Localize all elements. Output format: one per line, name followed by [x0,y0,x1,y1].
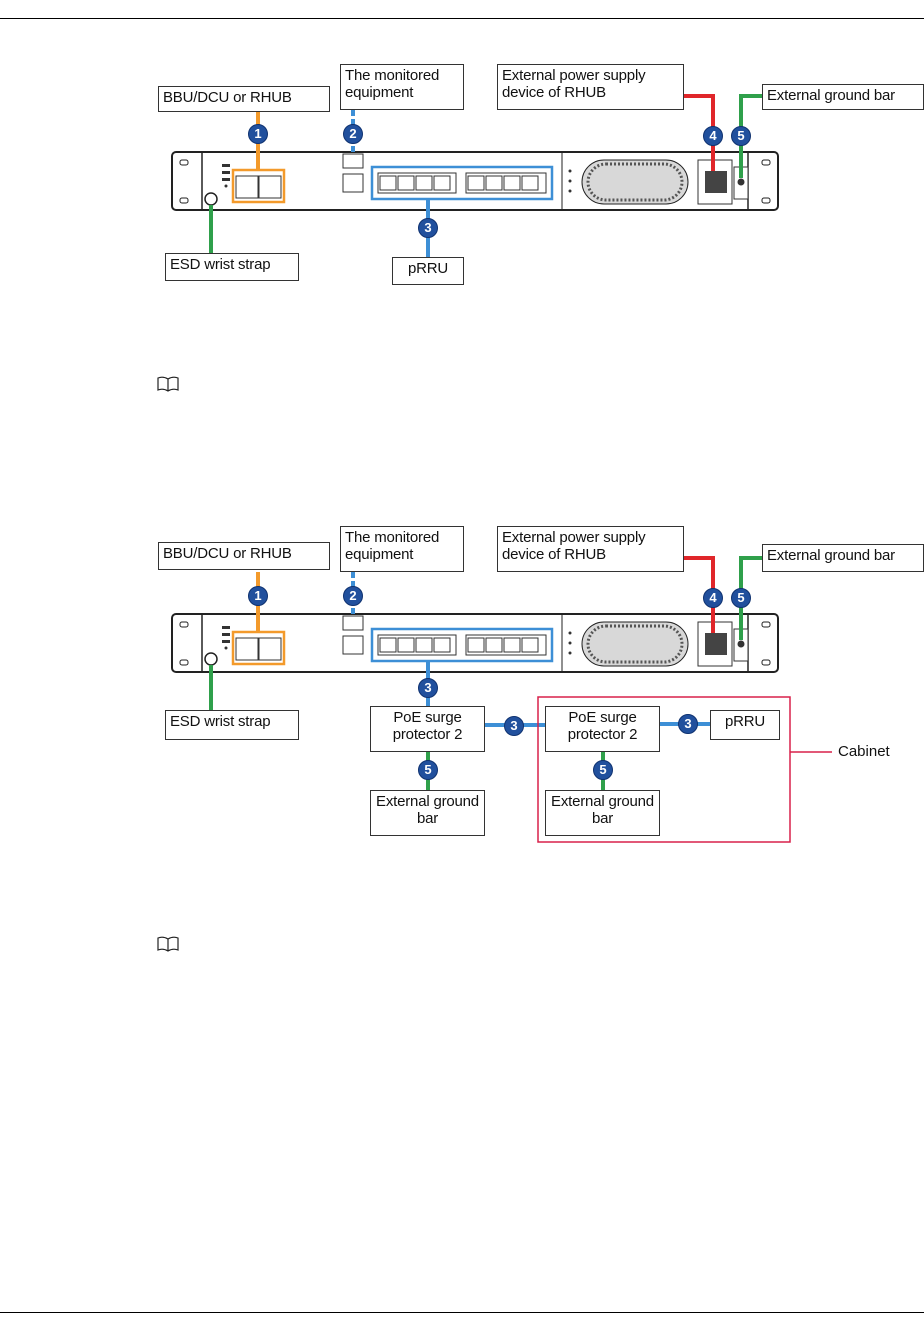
badge-2: 2 [343,124,363,144]
footer-rule [0,1312,924,1313]
badge-1: 1 [248,124,268,144]
label-monitored-equipment: The monitored equipment [340,526,464,572]
label-monitored-equipment: The monitored equipment [340,64,464,110]
label-prru: pRRU [392,257,464,285]
label-poe-surge-protector-left: PoE surge protector 2 [370,706,485,752]
badge-5: 5 [731,126,751,146]
label-external-ground-bar-right: External ground bar [545,790,660,836]
badge-1: 1 [248,586,268,606]
label-external-power-supply: External power supply device of RHUB [497,526,684,572]
label-esd-wrist-strap: ESD wrist strap [165,253,299,281]
label-bbu-dcu-rhub: BBU/DCU or RHUB [158,542,330,570]
cable-4-red [684,556,715,633]
label-prru: pRRU [710,710,780,740]
badge-3-chassis: 3 [418,678,438,698]
badge-5-left-ground: 5 [418,760,438,780]
label-poe-surge-protector-right: PoE surge protector 2 [545,706,660,752]
label-external-ground-bar: External ground bar [762,544,924,572]
figure-2-drawing [171,556,832,843]
badge-3-between-protectors: 3 [504,716,524,736]
badge-4: 4 [703,126,723,146]
badge-3-to-prru: 3 [678,714,698,734]
cable-5-green [739,556,762,640]
figure-1-cable-connections: BBU/DCU or RHUB The monitored equipment … [0,0,924,360]
badge-5-chassis: 5 [731,588,751,608]
note-book-icon [157,376,179,392]
cable-5-green [739,94,762,178]
figure-1-drawing [171,94,779,257]
label-bbu-dcu-rhub: BBU/DCU or RHUB [158,86,330,112]
label-esd-wrist-strap: ESD wrist strap [165,710,299,740]
cable-4-red [684,94,715,171]
label-external-ground-bar: External ground bar [762,84,924,110]
label-external-power-supply: External power supply device of RHUB [497,64,684,110]
rhub-chassis [171,613,779,673]
label-external-ground-bar-left: External ground bar [370,790,485,836]
note-book-icon [157,936,179,952]
badge-5-right-ground: 5 [593,760,613,780]
cabinet-frame [537,696,791,843]
badge-3: 3 [418,218,438,238]
badge-2: 2 [343,586,363,606]
badge-4: 4 [703,588,723,608]
label-cabinet: Cabinet [838,743,890,760]
header-rule [0,18,924,19]
figure-2-cable-connections: BBU/DCU or RHUB The monitored equipment … [158,526,924,843]
